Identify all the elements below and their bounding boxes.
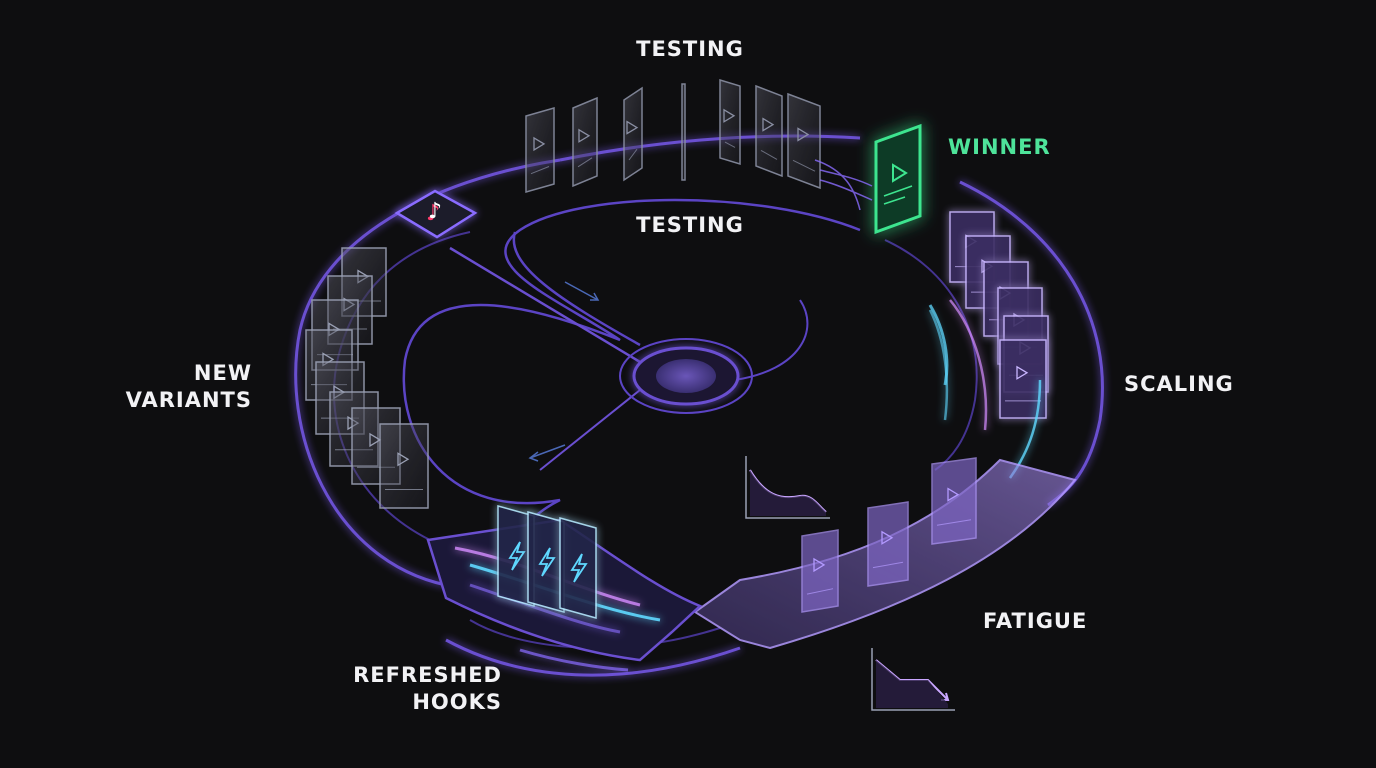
winner-connector bbox=[814, 159, 873, 211]
lightning-bolt-icon bbox=[508, 541, 526, 571]
video-play-icon bbox=[578, 128, 591, 143]
direction-arrow bbox=[528, 281, 600, 462]
fatigue-cards bbox=[801, 457, 977, 613]
testing-video-card bbox=[719, 78, 741, 166]
video-play-icon bbox=[762, 117, 775, 132]
declining-chart-icon bbox=[745, 456, 830, 519]
stage-label-refreshed-hooks-line2: HOOKS bbox=[412, 690, 502, 714]
scaling-arc bbox=[928, 304, 949, 386]
winner-card bbox=[874, 123, 922, 235]
testing-video-card bbox=[755, 84, 783, 178]
stage-label-refreshed-hooks: REFRESHED HOOKS bbox=[340, 662, 502, 716]
variant-video-card bbox=[379, 423, 429, 509]
declining-chart-icon bbox=[871, 648, 955, 711]
fatigue-video-card bbox=[931, 457, 977, 545]
svg-text:♪: ♪ bbox=[428, 199, 442, 224]
video-play-icon bbox=[626, 120, 639, 135]
testing-video-card bbox=[623, 86, 643, 182]
stage-label-new-variants-line2: VARIANTS bbox=[125, 388, 252, 412]
testing-video-card bbox=[681, 83, 686, 181]
scaling-cards bbox=[949, 211, 1049, 419]
fatigue-video-card bbox=[867, 501, 909, 587]
hook-cards bbox=[497, 505, 597, 619]
svg-text:♪: ♪ bbox=[426, 201, 440, 226]
stage-label-testing-inner: TESTING bbox=[636, 213, 744, 237]
testing-video-card bbox=[572, 96, 598, 188]
spoke-line-lower bbox=[539, 389, 641, 471]
video-play-icon bbox=[947, 487, 960, 502]
video-play-icon bbox=[369, 432, 382, 448]
central-hub bbox=[619, 338, 753, 414]
outer-ring bbox=[294, 134, 1104, 677]
fatigue-video-card bbox=[801, 529, 839, 613]
testing-video-card bbox=[525, 107, 555, 193]
video-play-icon bbox=[797, 127, 810, 142]
testing-cards bbox=[525, 78, 821, 193]
inner-loop-upper bbox=[512, 231, 641, 347]
stage-label-scaling: SCALING bbox=[1124, 372, 1234, 396]
video-play-icon bbox=[533, 136, 546, 152]
testing-video-card bbox=[787, 92, 821, 190]
hub-to-right bbox=[734, 299, 809, 381]
inner-loop bbox=[402, 198, 861, 572]
tiktok-icon: ♪ ♪ bbox=[394, 189, 478, 239]
lightning-bolt-icon bbox=[570, 553, 588, 583]
spoke-line bbox=[449, 246, 641, 364]
stage-label-new-variants: NEW VARIANTS bbox=[110, 360, 252, 414]
stage-label-refreshed-hooks-line1: REFRESHED bbox=[353, 663, 502, 687]
scaling-video-card bbox=[999, 339, 1047, 419]
video-play-icon bbox=[881, 530, 894, 545]
stage-label-new-variants-line1: NEW bbox=[193, 361, 252, 385]
video-play-icon bbox=[813, 557, 826, 573]
stage-label-fatigue: FATIGUE bbox=[983, 609, 1088, 633]
stage-label-winner: WINNER bbox=[948, 135, 1051, 159]
video-play-icon bbox=[397, 452, 410, 467]
video-play-icon bbox=[723, 108, 736, 123]
stage-label-testing: TESTING bbox=[636, 37, 744, 61]
hook-video-card bbox=[559, 517, 597, 619]
video-play-icon bbox=[1016, 365, 1029, 380]
lightning-bolt-icon bbox=[538, 547, 556, 577]
hook-video-card bbox=[527, 511, 565, 613]
variant-cards bbox=[305, 247, 429, 509]
hook-video-card bbox=[497, 505, 535, 607]
